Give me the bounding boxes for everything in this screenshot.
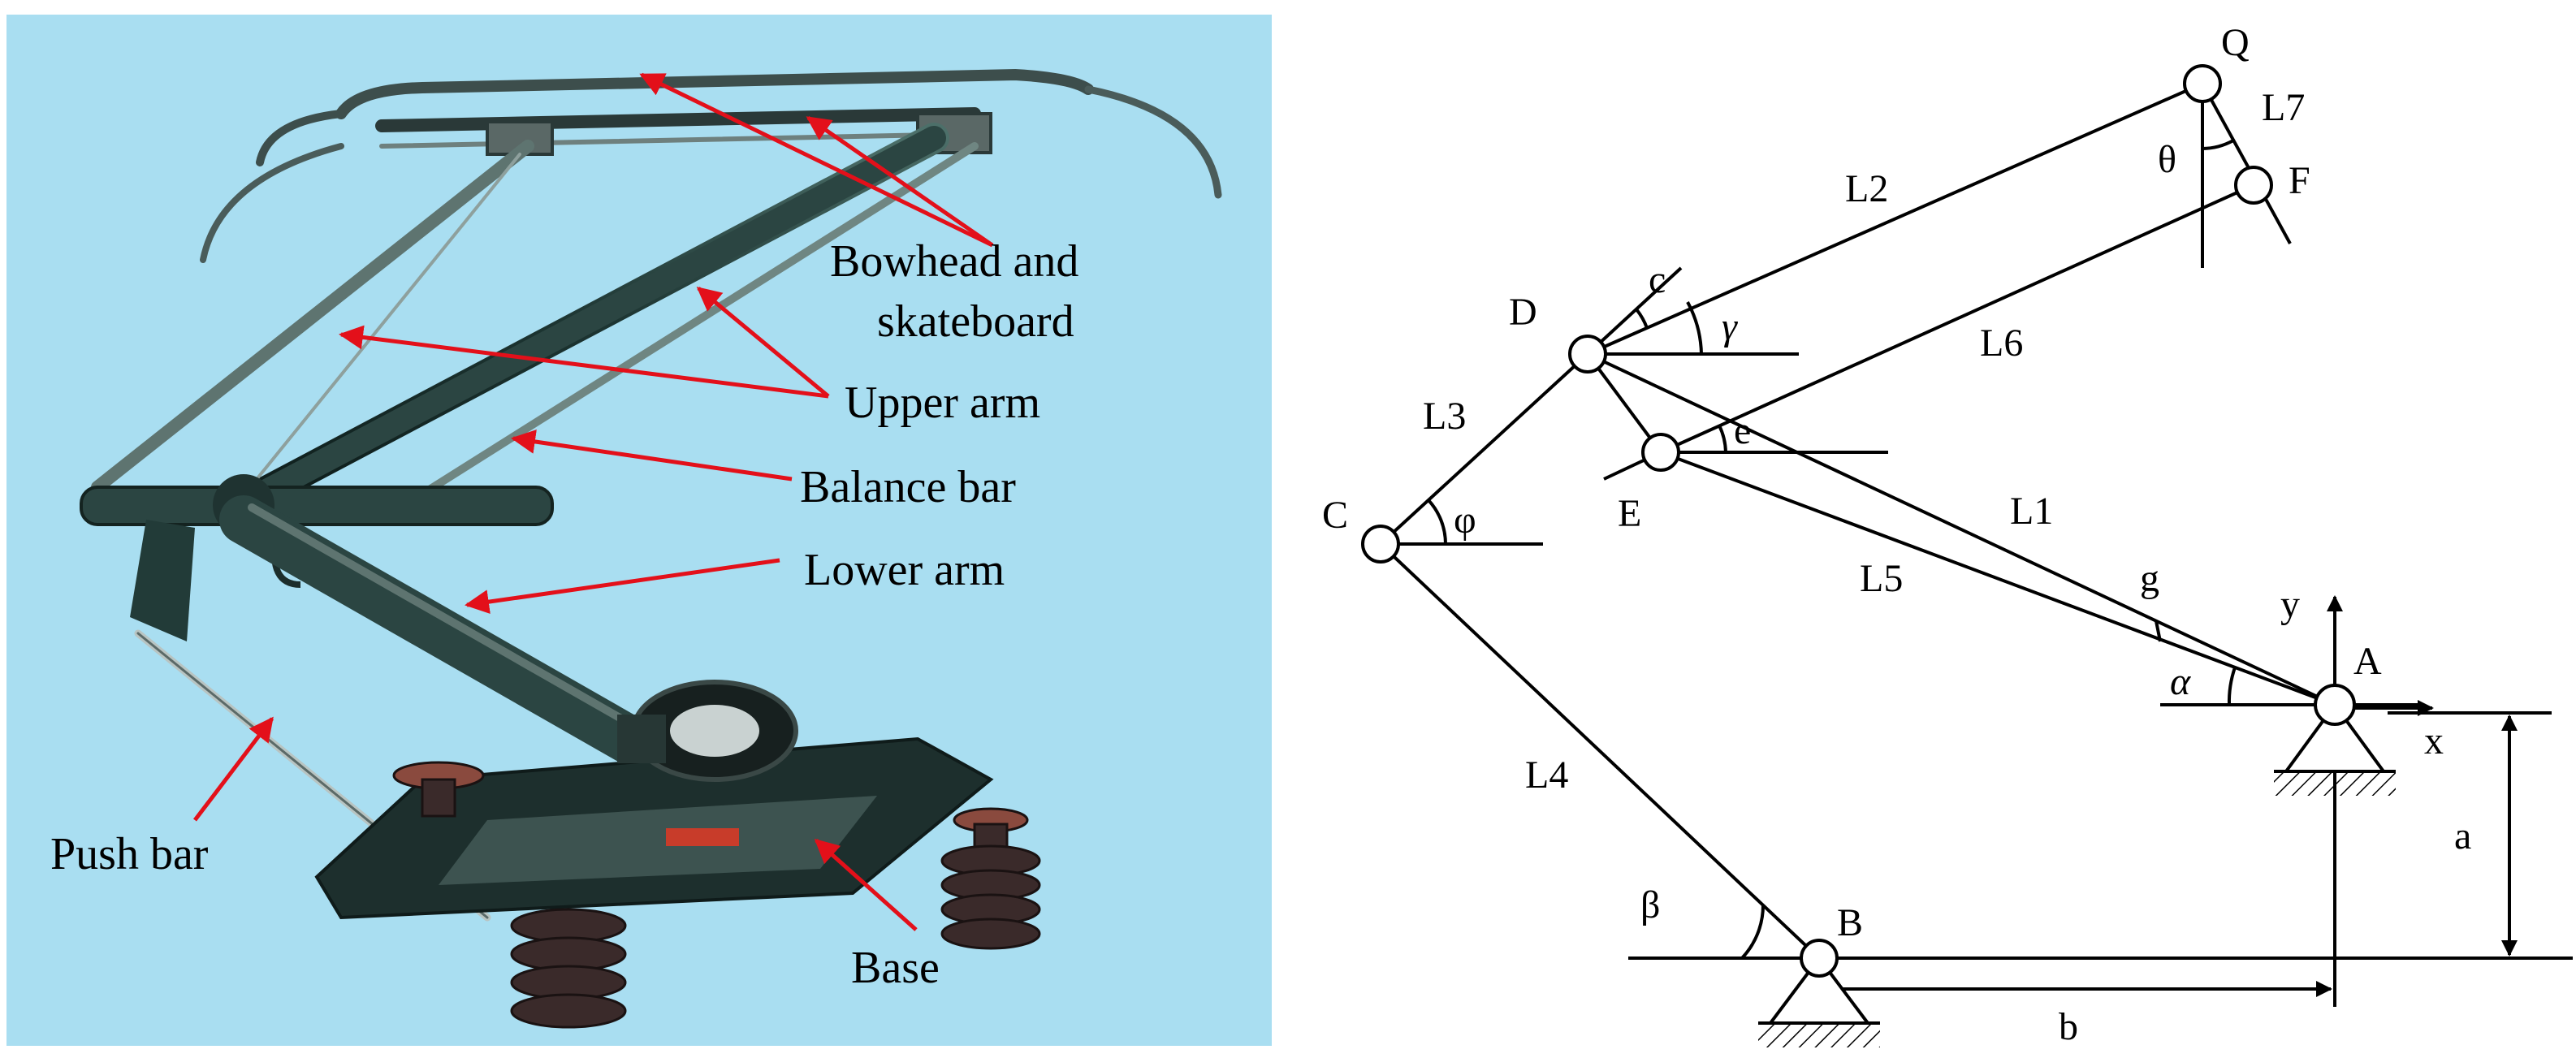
arc-beta — [1740, 905, 1765, 960]
axis-label-x: x — [2424, 719, 2444, 762]
point-label-C: C — [1322, 494, 1348, 537]
arrow-upper-arm-b — [696, 287, 830, 398]
link-label-L7: L7 — [2262, 86, 2305, 129]
arc-theta — [2202, 139, 2234, 150]
point-label-Q: Q — [2221, 21, 2250, 64]
joint-C — [1361, 525, 1400, 564]
angle-label-gamma: γ — [1722, 305, 1738, 348]
joint-E — [1641, 433, 1680, 472]
point-label-E: E — [1618, 492, 1641, 535]
mark-g — [2155, 620, 2162, 642]
point-label-B: B — [1837, 901, 1863, 944]
joint-B — [1800, 939, 1839, 978]
angle-label-beta: β — [1640, 883, 1660, 926]
dimension-label-b: b — [2059, 1005, 2078, 1048]
link-L6 — [1660, 184, 2254, 454]
base-drawing — [314, 680, 994, 920]
arc-alpha — [2227, 667, 2237, 706]
link-L4 — [1379, 542, 1821, 960]
angle-label-phi: φ — [1454, 499, 1476, 542]
upper-arm-drawing — [91, 123, 979, 524]
arc-e — [1718, 425, 1727, 453]
label-bowhead-line1: Bowhead and — [830, 236, 1078, 287]
point-label-A: A — [2353, 640, 2382, 683]
kinematic-diagram — [1361, 64, 2573, 1047]
joint-F — [2234, 166, 2273, 205]
label-bowhead-line2: skateboard — [877, 296, 1074, 347]
insulators-drawing — [392, 761, 1041, 1029]
arrow-bowhead-a — [639, 72, 994, 248]
link-label-L5: L5 — [1860, 557, 1903, 600]
angle-label-e: e — [1734, 409, 1751, 452]
arc-gamma — [1686, 301, 1703, 355]
link-L2 — [1587, 82, 2203, 356]
link-DE — [1586, 352, 1662, 454]
knee-joint-drawing — [80, 474, 554, 641]
link-L5 — [1660, 451, 2336, 706]
label-push-bar: Push bar — [50, 829, 209, 879]
link-L7 — [2201, 83, 2292, 244]
arc-c — [1635, 308, 1649, 329]
arrow-base — [814, 839, 918, 931]
point-label-D: D — [1509, 291, 1537, 334]
arc-phi — [1427, 499, 1447, 545]
link-label-L2: L2 — [1845, 167, 1888, 210]
link-label-L4: L4 — [1525, 754, 1568, 797]
joint-D — [1568, 335, 1607, 374]
angle-label-g: g — [2140, 557, 2159, 600]
support-A — [2274, 702, 2396, 796]
joint-Q — [2183, 64, 2222, 103]
joint-A — [2314, 684, 2356, 726]
link-L1 — [1587, 352, 2336, 706]
support-B — [1758, 955, 1880, 1047]
diagram-labels: Q F D E C A B L7 L2 L6 L3 L1 L5 L4 θ c γ… — [1322, 21, 2471, 1048]
label-upper-arm: Upper arm — [845, 378, 1040, 428]
L3-extension — [1586, 266, 1683, 356]
pantograph-photo: Bowhead and skateboard Upper arm Balance… — [6, 15, 1272, 1046]
label-balance-bar: Balance bar — [800, 462, 1016, 512]
axis-label-y: y — [2280, 583, 2300, 626]
joints — [1361, 64, 2356, 978]
link-L3 — [1379, 352, 1589, 546]
angle-label-alpha: α — [2170, 660, 2191, 703]
label-base: Base — [851, 943, 940, 993]
arrow-balance-bar — [511, 430, 793, 481]
dimension-label-a: a — [2454, 814, 2471, 857]
angle-label-theta: θ — [2158, 138, 2176, 181]
arrow-upper-arm-a — [339, 325, 829, 399]
angle-label-c: c — [1649, 258, 1666, 301]
point-label-F: F — [2289, 159, 2310, 202]
callout-arrows — [193, 72, 994, 931]
label-lower-arm: Lower arm — [804, 545, 1005, 595]
arrow-push-bar — [193, 716, 274, 822]
link-label-L6: L6 — [1980, 322, 2023, 365]
arrow-bowhead-b — [806, 115, 994, 248]
link-label-L3: L3 — [1423, 395, 1466, 438]
link-label-L1: L1 — [2010, 490, 2053, 533]
arrow-lower-arm — [465, 558, 780, 615]
